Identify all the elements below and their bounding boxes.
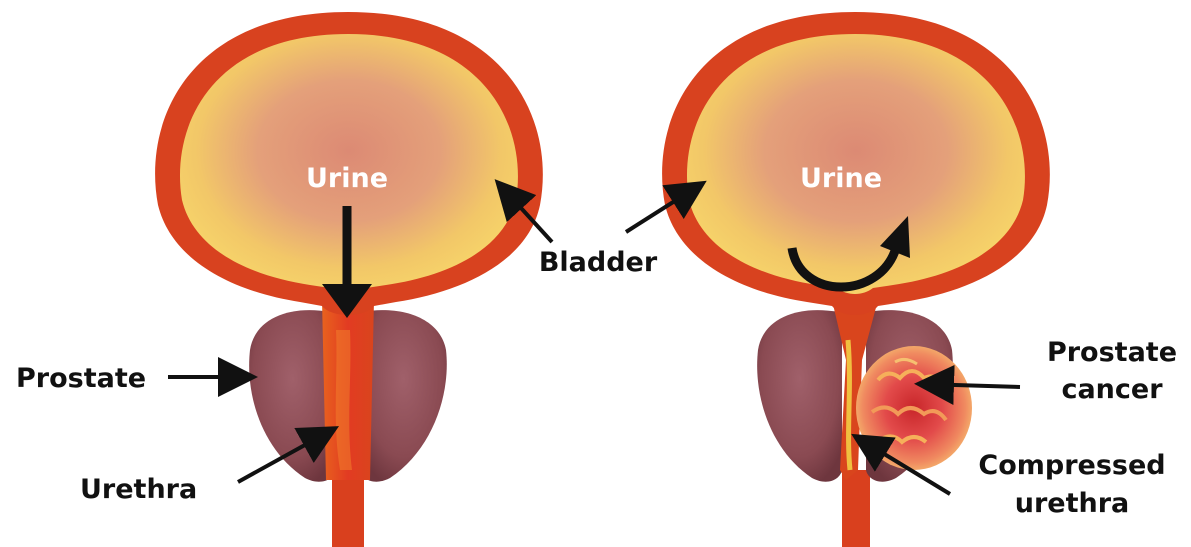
prostate-right-lobe-a [757,310,842,482]
tumor [856,346,972,470]
urethra-label: Urethra [80,474,197,505]
urethra-tube-left [332,470,364,547]
urethra-tube-right [842,470,870,547]
compressed-urethra-label-line2: urethra [1015,488,1130,519]
compressed-urethra-label-line1: Compressed [978,450,1165,481]
prostate-label: Prostate [16,363,146,394]
prostate-cancer-label-line2: cancer [1061,374,1163,405]
prostate-cancer-label-line1: Prostate [1047,337,1177,368]
urine-label-right: Urine [800,163,882,194]
bladder-label: Bladder [539,247,658,278]
urine-label-left: Urine [306,163,388,194]
